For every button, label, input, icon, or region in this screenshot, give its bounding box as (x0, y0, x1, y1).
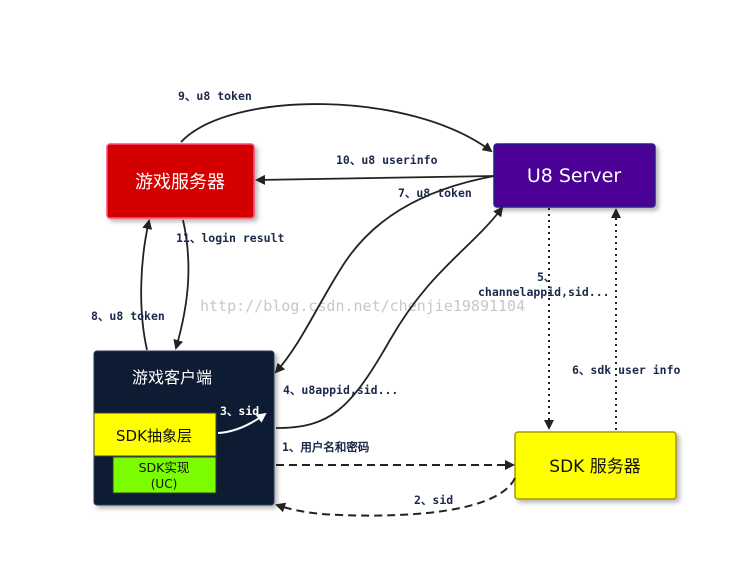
game-client-label: 游戏客户端 (132, 368, 212, 387)
edge-6-label: 6、sdk user info (572, 363, 681, 377)
edge-5-label-line2: channelappid,sid... (478, 285, 610, 299)
edge-11-arrow (173, 219, 190, 350)
edge-5-label-line1: 5、 (537, 270, 555, 284)
game-server-label: 游戏服务器 (135, 172, 225, 193)
edge-9-arrow (180, 103, 493, 153)
u8-server-label: U8 Server (527, 165, 622, 187)
edge-4-arrow (275, 206, 504, 429)
sdk-layer-label: SDK抽象层 (116, 427, 192, 445)
watermark-text: http://blog.csdn.net/chenjie19891104 (200, 297, 525, 315)
edge-7-label: 7、u8 token (398, 186, 472, 200)
sdk-layer-node: SDK抽象层 (93, 412, 217, 457)
edge-2-label: 2、sid (414, 493, 453, 507)
sdk-impl-node: SDK实现 (UC) (112, 456, 217, 494)
edge-8-label: 8、u8 token (91, 309, 165, 323)
sdk-impl-label-line1: SDK实现 (139, 460, 190, 475)
edge-7-arrow (274, 175, 495, 374)
edge-3-arrow (217, 412, 267, 434)
u8-server-node: U8 Server (493, 143, 656, 208)
edge-4-label: 4、u8appid,sid... (283, 383, 398, 397)
edge-10-label: 10、u8 userinfo (336, 153, 438, 167)
game-server-node: 游戏服务器 (106, 143, 255, 219)
edge-8-arrow (140, 219, 153, 351)
edge-9-label: 9、u8 token (178, 89, 252, 103)
edge-1-label: 1、用户名和密码 (282, 440, 370, 454)
sdk-server-label: SDK 服务器 (549, 457, 640, 477)
edge-3-label: 3、sid (220, 404, 259, 418)
sdk-server-node: SDK 服务器 (514, 431, 677, 500)
edge-11-label: 11、login result (176, 231, 285, 245)
edge-10-arrow (255, 174, 495, 185)
edge-2-arrow (275, 477, 516, 517)
sdk-impl-label-line2: (UC) (151, 477, 178, 491)
